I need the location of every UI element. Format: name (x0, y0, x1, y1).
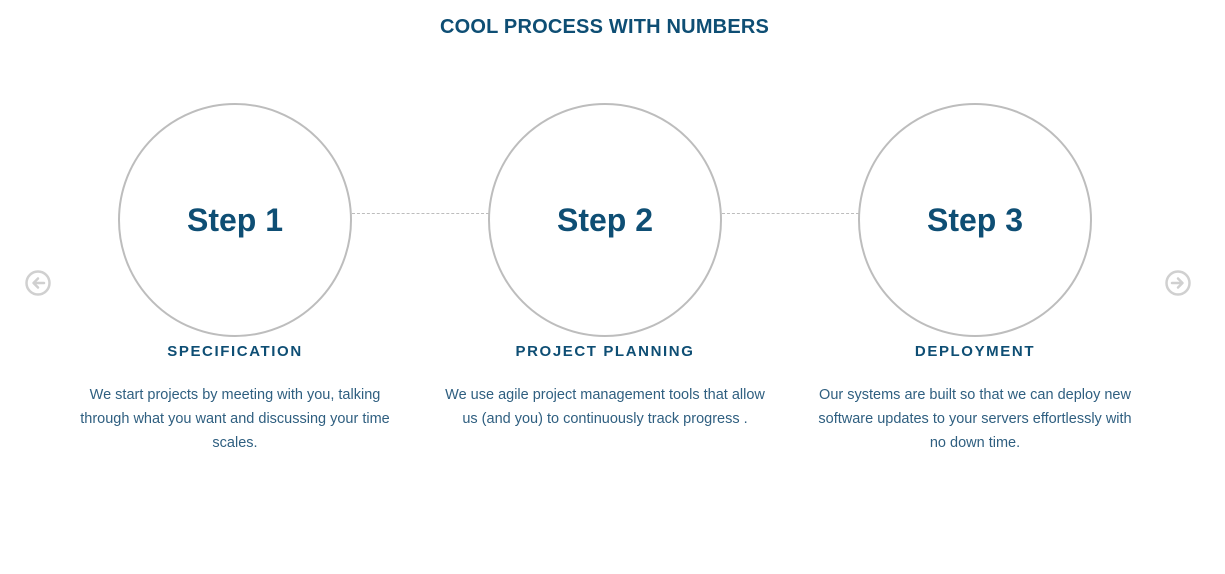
step-description: We use agile project management tools th… (445, 387, 765, 427)
process-step-3: Step 3 DEPLOYMENT Our systems are built … (805, 103, 1145, 455)
section-title: COOL PROCESS WITH NUMBERS (439, 16, 770, 38)
circle-arrow-left-icon (25, 270, 51, 296)
circle-arrow-right-icon (1165, 270, 1191, 296)
step-circle: Step 2 (488, 103, 722, 337)
process-step-2: Step 2 PROJECT PLANNING We use agile pro… (435, 103, 775, 431)
step-heading: SPECIFICATION (167, 343, 303, 360)
step-description: We start projects by meeting with you, t… (80, 387, 390, 451)
carousel-next-button[interactable] (1165, 270, 1191, 296)
step-circle: Step 3 (858, 103, 1092, 337)
step-heading: DEPLOYMENT (914, 343, 1036, 360)
step-number-label: Step 3 (926, 201, 1024, 238)
step-description: Our systems are built so that we can dep… (818, 387, 1132, 451)
step-heading: PROJECT PLANNING (515, 343, 695, 360)
step-connector-1-2 (352, 213, 489, 214)
process-step-1: Step 1 SPECIFICATION We start projects b… (65, 103, 405, 455)
step-connector-2-3 (722, 213, 859, 214)
step-number-label: Step 2 (556, 201, 654, 238)
step-circle: Step 1 (118, 103, 352, 337)
step-number-label: Step 1 (186, 201, 284, 238)
carousel-prev-button[interactable] (25, 270, 51, 296)
